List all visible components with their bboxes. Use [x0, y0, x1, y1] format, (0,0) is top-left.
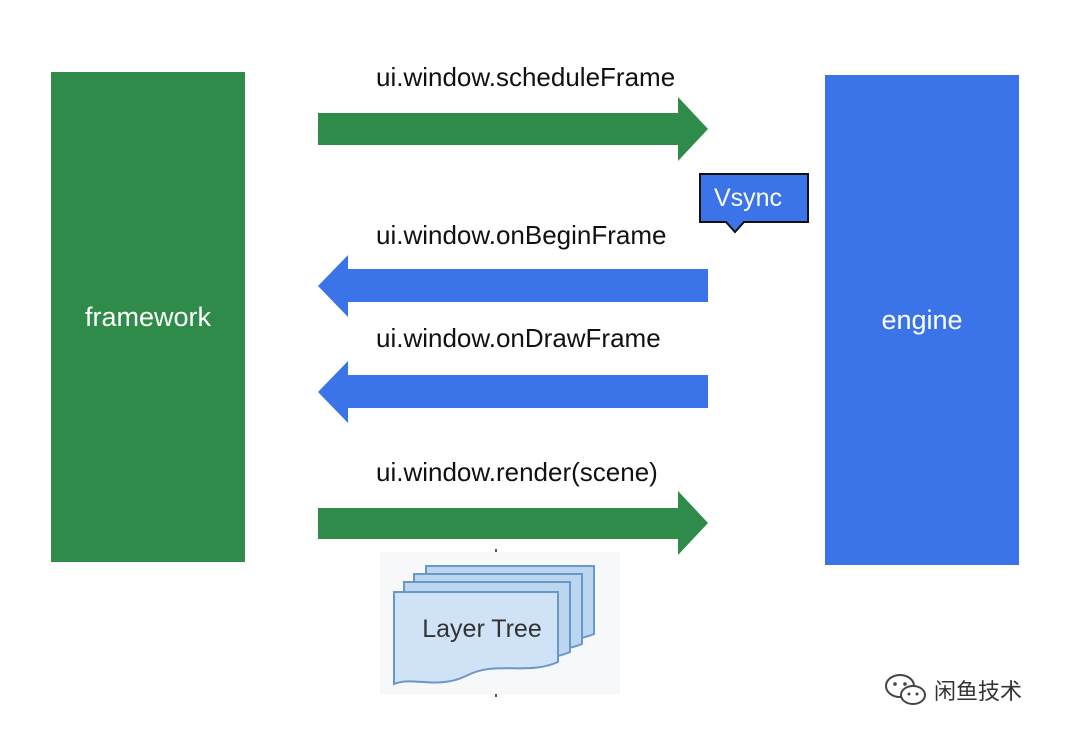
schedule-frame-arrow [318, 97, 708, 161]
watermark-text: 闲鱼技术 [934, 680, 1023, 705]
on-draw-frame-arrow [318, 361, 708, 423]
on-draw-frame-label: ui.window.onDrawFrame [376, 323, 661, 353]
layer-tree-label: Layer Tree [422, 615, 542, 643]
watermark: 闲鱼技术 [884, 672, 1022, 708]
layer-tree-stack: Layer Tree [380, 552, 620, 694]
vsync-callout-shape [699, 173, 809, 234]
vsync-label: Vsync [713, 184, 783, 212]
wechat-icon [885, 674, 926, 705]
layer-tree-pages [380, 552, 620, 694]
render-scene-label: ui.window.render(scene) [376, 457, 658, 487]
framework-box: framework [51, 72, 245, 562]
framework-label: framework [84, 301, 212, 332]
schedule-frame-label: ui.window.scheduleFrame [376, 62, 676, 92]
render-scene-arrow [318, 491, 708, 555]
vsync-callout: Vsync [698, 172, 810, 234]
engine-box: engine [825, 75, 1019, 565]
engine-label: engine [881, 304, 963, 335]
on-begin-frame-arrow [318, 255, 708, 317]
on-begin-frame-label: ui.window.onBeginFrame [376, 220, 667, 250]
